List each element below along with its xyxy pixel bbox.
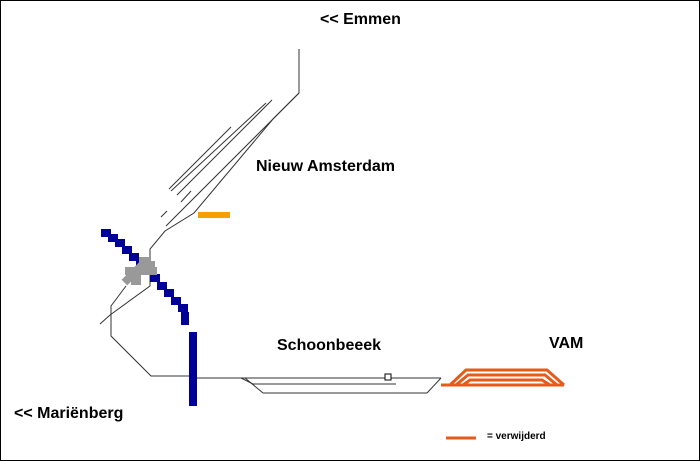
vam-removed-tracks xyxy=(441,368,565,387)
label-nieuw-amsterdam: Nieuw Amsterdam xyxy=(256,158,395,175)
platform-bar xyxy=(198,212,230,218)
motorway-vertical xyxy=(189,332,197,406)
label-marienberg: << Mariënberg xyxy=(14,405,124,422)
label-vam: VAM xyxy=(549,335,584,352)
line-marienberg-schoonbeeek xyxy=(110,285,442,394)
road-crossing xyxy=(121,257,157,286)
label-emmen: << Emmen xyxy=(320,11,401,28)
legend-text: = verwijderd xyxy=(487,431,546,442)
buffer-stop xyxy=(384,373,392,381)
motorway-diagonal xyxy=(101,229,189,325)
label-schoonbeeek: Schoonbeeek xyxy=(277,337,382,354)
nieuw-amsterdam-tracks xyxy=(99,92,300,325)
